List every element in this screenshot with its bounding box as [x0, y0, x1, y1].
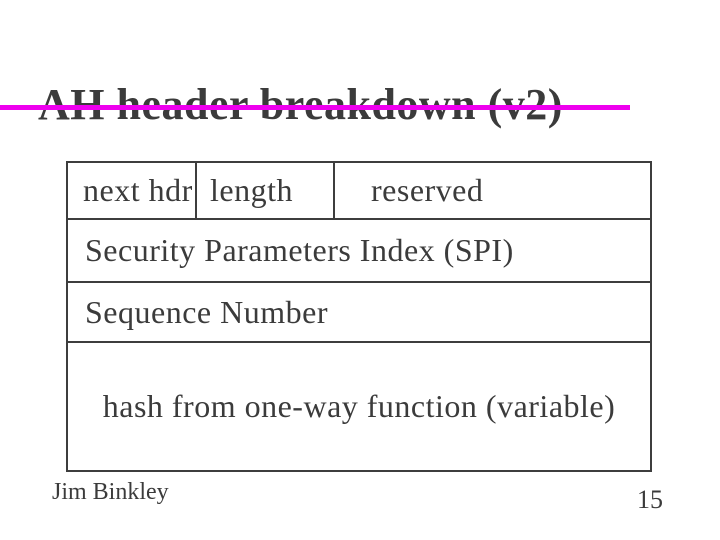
- field-cell-length: length: [197, 163, 335, 218]
- ah-header-diagram: next hdr length reserved Security Parame…: [66, 161, 652, 472]
- diagram-row-sequence-number: Sequence Number: [68, 283, 650, 343]
- page-number: 15: [637, 485, 663, 514]
- diagram-row-spi: Security Parameters Index (SPI): [68, 220, 650, 283]
- title-underline-rule: [0, 105, 630, 110]
- field-cell-hash: hash from one-way function (variable): [68, 343, 650, 470]
- field-label-hash: hash from one-way function (variable): [102, 388, 616, 424]
- field-label-reserved: reserved: [371, 172, 484, 208]
- field-label-length: length: [210, 172, 293, 208]
- field-cell-reserved: reserved: [335, 163, 650, 218]
- slide-title: AH header breakdown (v2): [38, 80, 563, 130]
- footer-author: Jim Binkley: [52, 479, 169, 505]
- field-cell-spi: Security Parameters Index (SPI): [68, 220, 650, 281]
- field-label-sequence-number: Sequence Number: [85, 293, 328, 330]
- field-cell-sequence-number: Sequence Number: [68, 283, 650, 341]
- diagram-row-fields: next hdr length reserved: [68, 163, 650, 220]
- field-label-spi: Security Parameters Index (SPI): [85, 232, 514, 268]
- field-label-next-hdr: next hdr: [83, 172, 193, 208]
- field-cell-next-hdr: next hdr: [68, 163, 197, 218]
- diagram-row-hash: hash from one-way function (variable): [68, 343, 650, 470]
